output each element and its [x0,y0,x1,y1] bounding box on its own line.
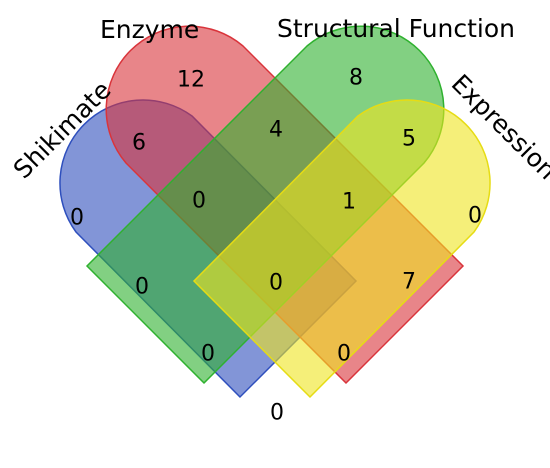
region-count-shikimate-structural-expression: 0 [201,342,215,367]
region-count-enzyme-structural: 4 [269,118,283,143]
region-count-shikimate-expression: 0 [270,401,284,426]
region-count-shikimate-enzyme-expression: 0 [337,342,351,367]
region-count-all-four: 0 [269,271,283,296]
region-count-structural-expression: 5 [402,127,416,152]
region-count-shikimate-structural: 0 [135,275,149,300]
set-shape-expression [192,99,491,399]
set-shapes [59,25,491,399]
region-count-enzyme-structural-expression: 1 [342,190,356,215]
set-label-enzyme: Enzyme [100,15,199,44]
region-count-shikimate-only: 0 [70,206,84,231]
region-count-expression-only: 0 [468,204,482,229]
region-count-enzyme-only: 12 [177,68,205,93]
set-label-structural: Structural Function [277,14,515,43]
region-counts: 12 8 6 4 5 0 0 1 0 0 0 7 0 0 0 [70,66,482,426]
region-count-shikimate-enzyme: 6 [132,131,146,156]
region-count-enzyme-expression: 7 [402,270,416,295]
region-count-structural-only: 8 [349,66,363,91]
region-count-shikimate-enzyme-structural: 0 [192,189,206,214]
